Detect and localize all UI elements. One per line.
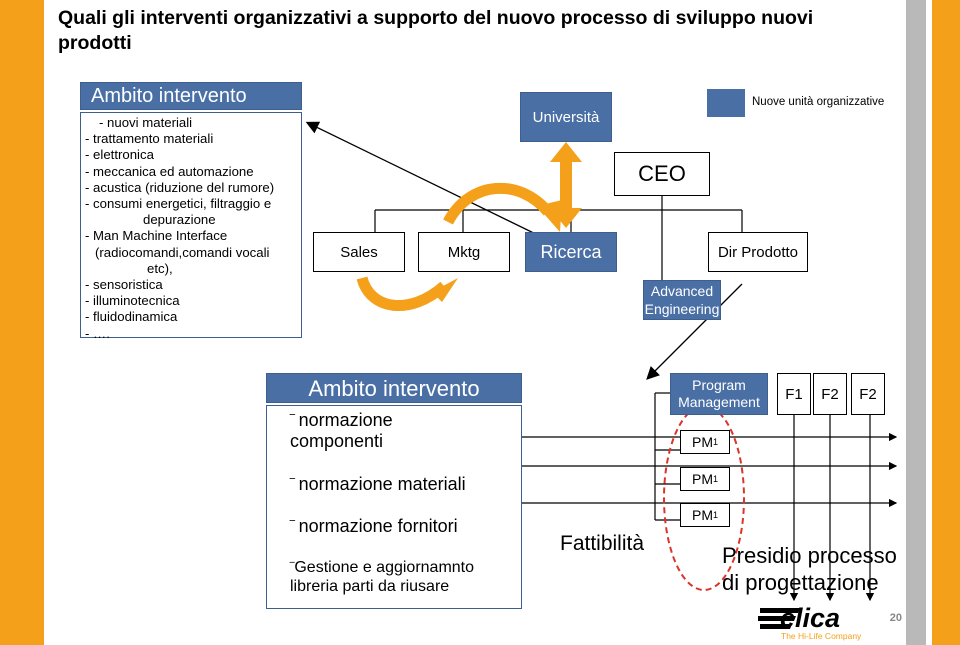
ambito-item: - acustica (riduzione del rumore) bbox=[85, 179, 275, 195]
right-gray-bar bbox=[906, 0, 926, 645]
ambito2-item: ‾Gestione e aggiornamnto libreria parti … bbox=[290, 559, 475, 595]
curve-arrow-sales-mktg bbox=[356, 276, 448, 312]
ambito-item: depurazione bbox=[143, 212, 216, 228]
ambito-item: - Man Machine Interface bbox=[85, 228, 228, 244]
f-box-2: F2 bbox=[813, 373, 847, 415]
ambito2-item: ‾ normazione componenti bbox=[290, 410, 393, 451]
ambito-header-1: Ambito intervento bbox=[80, 82, 302, 110]
ambito-item: - elettronica bbox=[85, 147, 154, 163]
ambito-item: - fluidodinamica bbox=[85, 309, 178, 325]
org-sales: Sales bbox=[313, 232, 405, 272]
page-number: 20 bbox=[889, 612, 902, 624]
org-ricerca: Ricerca bbox=[525, 232, 617, 272]
left-accent-bar bbox=[0, 0, 44, 645]
ambito-list-1: - nuovi materiali - trattamento material… bbox=[80, 112, 302, 341]
double-arrow-univ-ricerca bbox=[550, 142, 582, 228]
ambito-item: - consumi energetici, filtraggio e bbox=[85, 196, 272, 212]
ambito2-item: ‾ normazione fornitori bbox=[290, 516, 458, 536]
ambito-item: - …. bbox=[85, 325, 110, 341]
legend-swatch bbox=[707, 89, 745, 117]
legend-label: Nuove unità organizzative bbox=[752, 96, 885, 108]
ambito-box-2 bbox=[266, 405, 522, 609]
ambito-item: - nuovi materiali bbox=[99, 115, 193, 130]
ambito-item: - trattamento materiali bbox=[85, 131, 214, 147]
program-management-box: Program Management bbox=[670, 373, 768, 415]
ambito-item: - meccanica ed automazione bbox=[85, 163, 254, 179]
arrow-ricerca-ambito bbox=[305, 121, 549, 241]
svg-text:elica: elica bbox=[780, 603, 840, 633]
ambito-item: - sensoristica bbox=[85, 277, 163, 293]
ambito-item: etc), bbox=[147, 260, 173, 276]
org-universita: Università bbox=[520, 92, 612, 142]
arrow-dir-program bbox=[646, 283, 743, 380]
ambito-item: - illuminotecnica bbox=[85, 293, 180, 309]
curve-arrow-mktg-ricerca bbox=[443, 183, 553, 225]
f-box-1: F1 bbox=[777, 373, 811, 415]
fattibilita-label: Fattibilità bbox=[560, 532, 645, 555]
org-dir-prodotto: Dir Prodotto bbox=[708, 232, 808, 272]
org-ceo: CEO bbox=[614, 152, 710, 196]
f-box-3: F2 bbox=[851, 373, 885, 415]
logo-tagline: The Hi-Life Company bbox=[781, 631, 862, 641]
right-accent-bar bbox=[932, 0, 960, 645]
ambito2-item: ‾ normazione materiali bbox=[290, 474, 466, 494]
org-advanced-engineering: Advanced Engineering bbox=[643, 280, 721, 320]
ambito-item: (radiocomandi,comandi vocali bbox=[95, 244, 270, 260]
presidio-label: Presidio processo di progettazione bbox=[722, 543, 897, 595]
org-mktg: Mktg bbox=[418, 232, 510, 272]
slide-title: Quali gli interventi organizzativi a sup… bbox=[58, 7, 814, 54]
ambito-header-2: Ambito intervento bbox=[266, 373, 522, 403]
elica-logo: elica bbox=[758, 603, 840, 633]
